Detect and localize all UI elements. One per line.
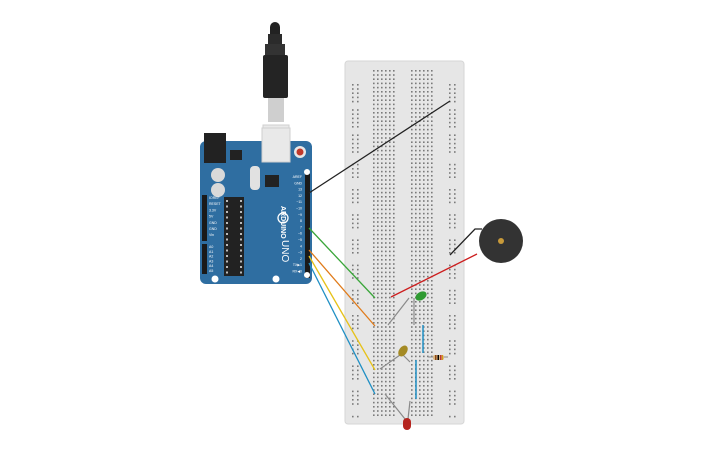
svg-text:~10: ~10	[296, 207, 302, 211]
svg-text:RX◀0: RX◀0	[292, 270, 302, 274]
svg-text:GND: GND	[209, 227, 217, 231]
wire-gnd-black[interactable]	[308, 100, 451, 194]
capacitor-2	[211, 183, 225, 197]
svg-text:A0: A0	[209, 245, 213, 249]
red-led[interactable]	[384, 393, 411, 430]
atmega-chip	[224, 197, 244, 276]
svg-text:GND: GND	[294, 181, 302, 185]
digital-header	[305, 174, 310, 278]
svg-text:A3: A3	[209, 259, 213, 263]
svg-text:7: 7	[300, 225, 302, 229]
svg-text:IOREF: IOREF	[209, 196, 220, 200]
svg-text:~3: ~3	[298, 251, 302, 255]
breadboard-holes	[352, 70, 456, 418]
svg-text:Vin: Vin	[209, 233, 214, 237]
svg-text:A4: A4	[209, 264, 213, 268]
svg-text:12: 12	[298, 194, 302, 198]
breadboard[interactable]	[344, 60, 465, 425]
resistor[interactable]	[428, 355, 448, 360]
green-led[interactable]	[387, 290, 428, 326]
arduino-logo-icon	[277, 212, 289, 224]
svg-text:RESET: RESET	[209, 202, 222, 206]
svg-text:2: 2	[300, 257, 302, 261]
svg-text:4: 4	[300, 244, 302, 248]
piezo-buzzer[interactable]	[479, 219, 523, 263]
wires[interactable]	[308, 100, 482, 399]
svg-text:TX▶1: TX▶1	[293, 263, 302, 267]
power-header	[202, 195, 207, 241]
svg-text:~11: ~11	[296, 200, 302, 204]
arduino-model-label: UNO	[279, 240, 290, 262]
svg-text:~6: ~6	[298, 232, 302, 236]
svg-text:A2: A2	[209, 255, 213, 259]
svg-text:8: 8	[300, 219, 302, 223]
svg-text:~5: ~5	[298, 238, 302, 242]
wire-buzzer-gnd[interactable]	[449, 228, 482, 256]
svg-text:13: 13	[298, 188, 302, 192]
capacitor-1	[211, 168, 225, 182]
arduino-uno-board[interactable]: AREF GND 13 12 ~11 ~10 ~9 8 7 ~6 ~5 4 ~3 2TX▶1RX◀0 IOR…	[200, 127, 312, 284]
analog-header	[202, 244, 207, 274]
svg-text:AREF: AREF	[293, 175, 302, 179]
svg-text:5V: 5V	[209, 215, 214, 219]
wire-green[interactable]	[308, 227, 376, 299]
svg-text:A5: A5	[209, 269, 213, 273]
svg-text:GND: GND	[209, 221, 217, 225]
wire-orange[interactable]	[308, 249, 376, 327]
wire-yellow[interactable]	[308, 255, 376, 371]
power-jack	[204, 133, 226, 163]
crystal	[250, 166, 260, 190]
usb-port	[261, 127, 291, 163]
wire-red[interactable]	[390, 253, 478, 298]
svg-text:~9: ~9	[298, 213, 302, 217]
svg-text:A1: A1	[209, 250, 213, 254]
svg-text:3.3V: 3.3V	[209, 208, 217, 212]
yellow-led[interactable]	[379, 344, 411, 370]
wire-blue[interactable]	[308, 262, 376, 395]
